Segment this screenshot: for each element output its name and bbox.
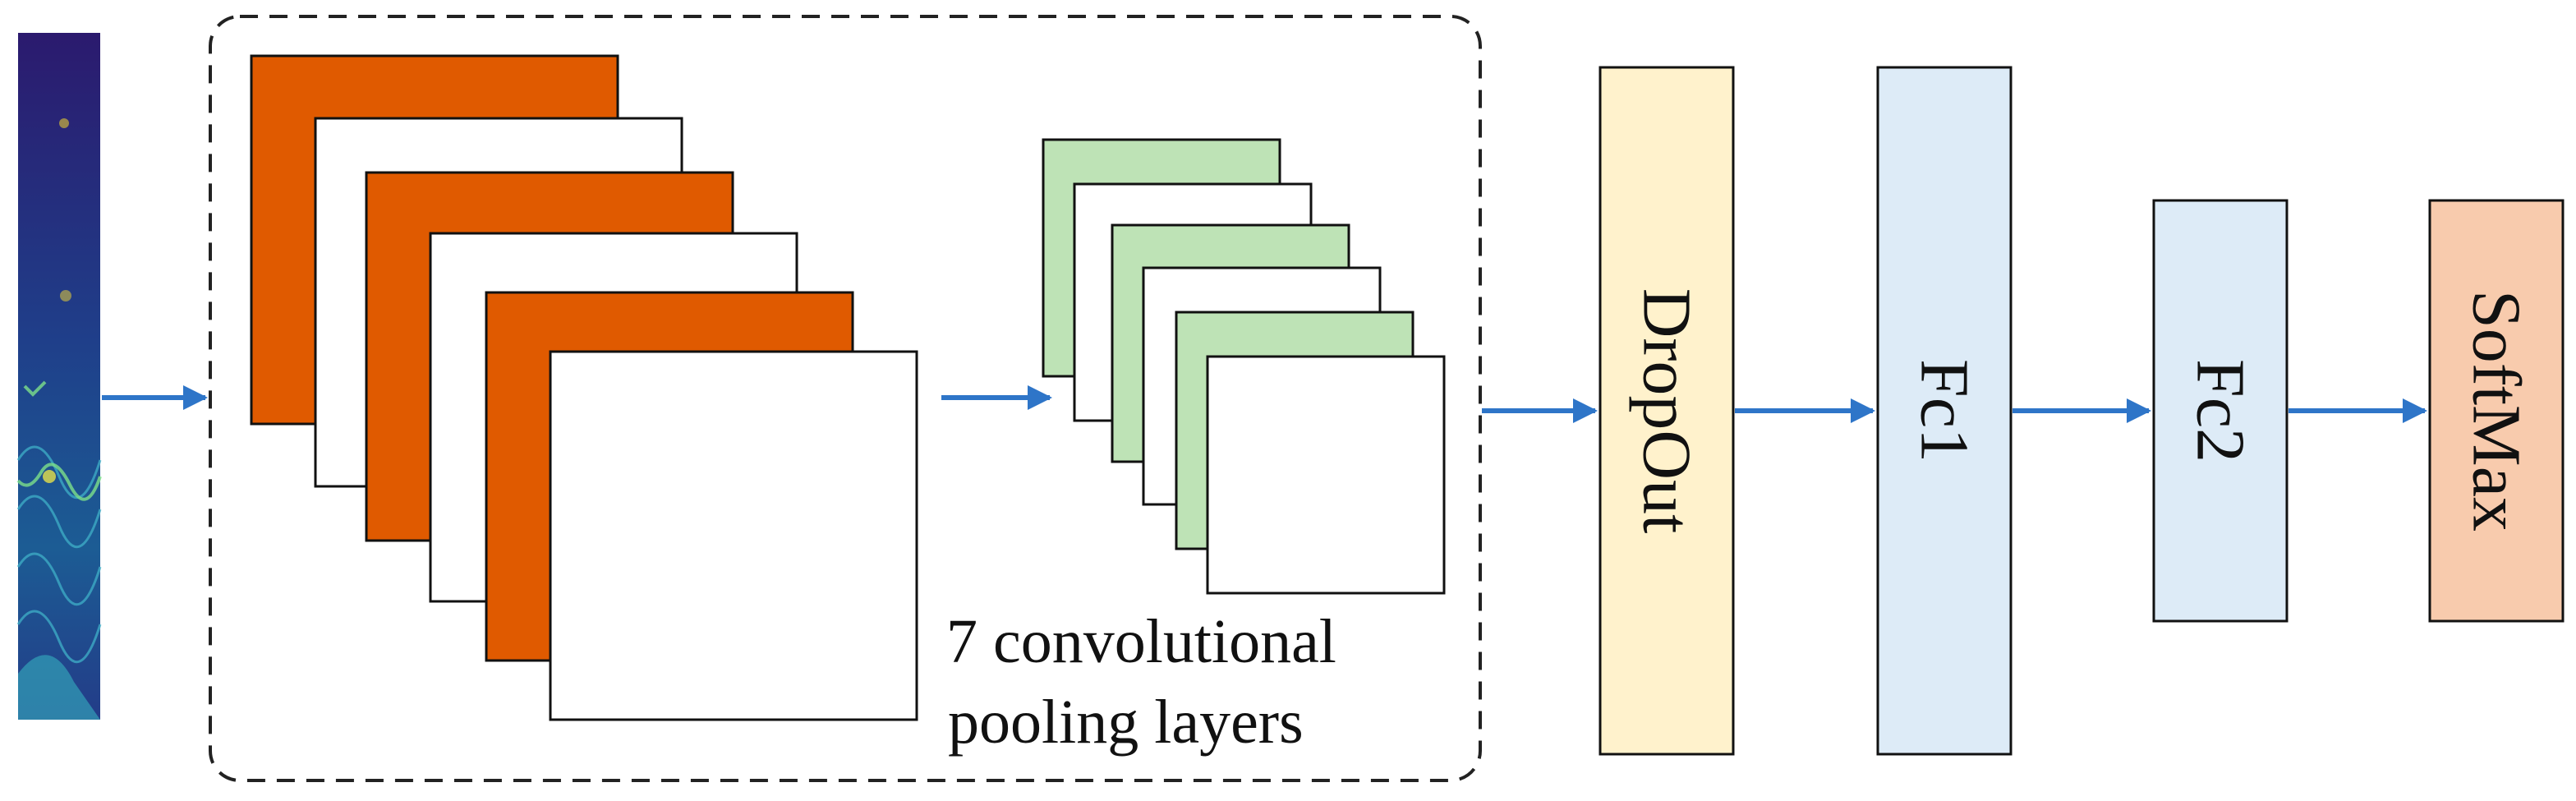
conv-block-frame <box>209 15 1482 782</box>
layer-dropout: DropOut <box>1598 66 1735 756</box>
pool-layer-stack <box>1042 138 1446 595</box>
layer-fc2-label: Fc2 <box>2183 359 2259 463</box>
flow-arrows <box>102 385 2427 423</box>
layer-dropout-label: DropOut <box>1629 288 1705 534</box>
conv-block-caption-line2: pooling layers <box>948 688 1304 757</box>
layer-softmax-label: SoftMax <box>2459 290 2535 532</box>
layer-softmax: SoftMax <box>2428 199 2564 623</box>
pool-layer <box>549 350 918 721</box>
conv-layer <box>1206 355 1446 595</box>
layer-fc2: Fc2 <box>2152 199 2288 623</box>
layer-fc1-label: Fc1 <box>1907 359 1983 463</box>
layer-fc1: Fc1 <box>1876 66 2012 756</box>
conv-block-caption-line1: 7 convolutional <box>946 607 1336 676</box>
input-spectrogram <box>16 33 102 720</box>
conv-layer-stack <box>250 54 918 721</box>
